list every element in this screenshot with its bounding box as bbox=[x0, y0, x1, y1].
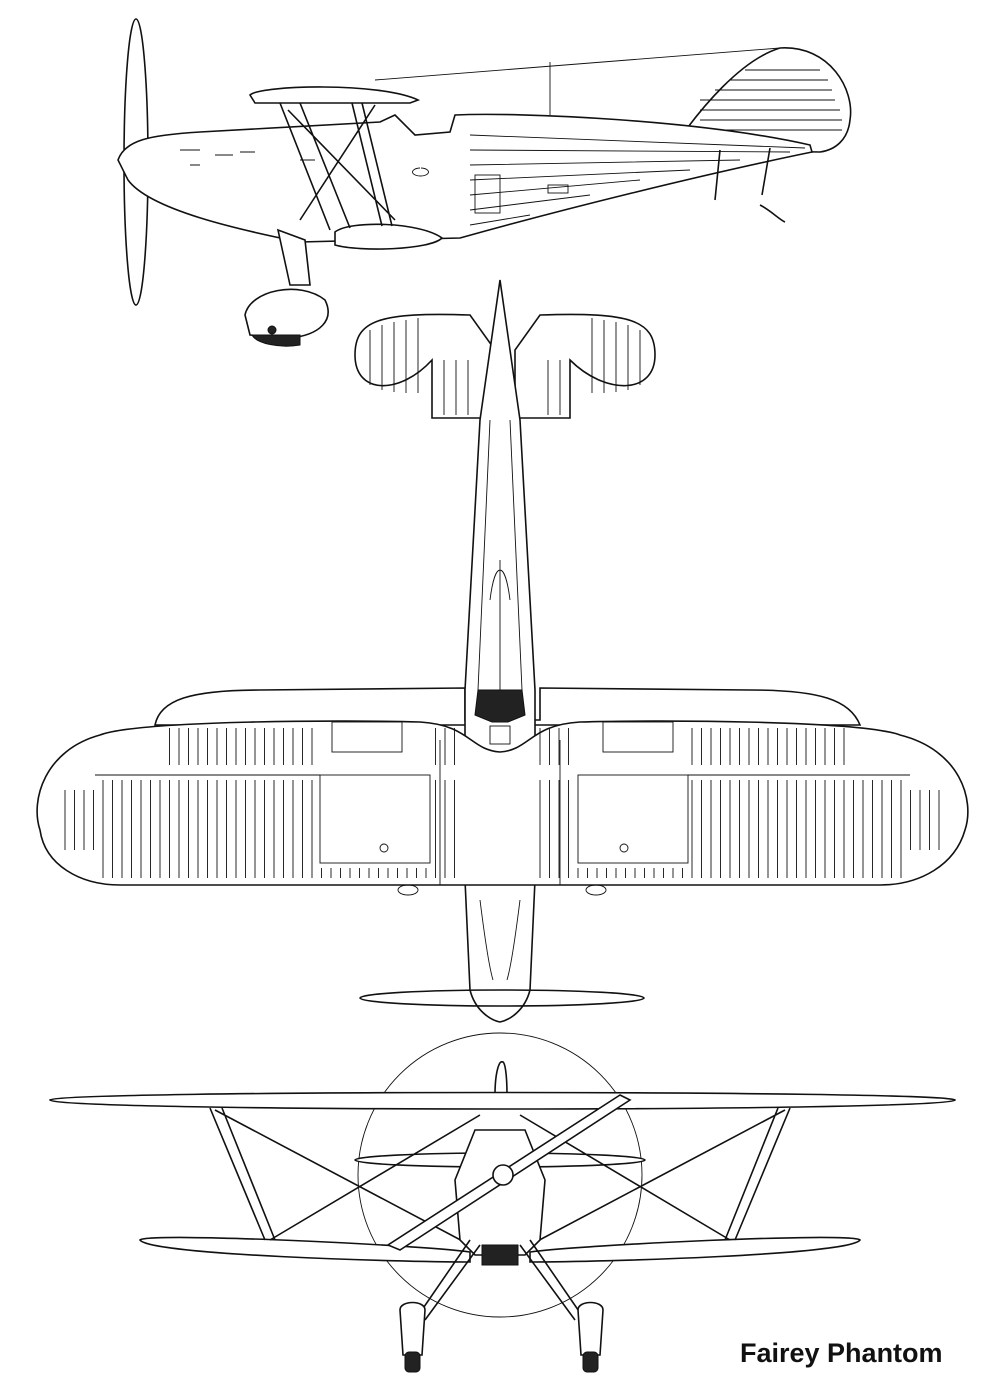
side-hatch bbox=[474, 174, 501, 214]
aerial-wire bbox=[374, 47, 781, 81]
top-wing-ribs bbox=[64, 728, 940, 878]
side-lower-wing bbox=[334, 223, 444, 250]
front-wheel-spat-left bbox=[399, 1301, 426, 1356]
side-view bbox=[117, 18, 852, 347]
front-view bbox=[48, 1032, 957, 1373]
front-propeller-disc bbox=[357, 1032, 643, 1318]
top-upper-wing bbox=[36, 720, 969, 886]
front-spinner bbox=[492, 1164, 514, 1186]
top-cockpit bbox=[474, 689, 526, 723]
top-tailplane-left bbox=[354, 313, 496, 419]
front-lower-wing-left bbox=[138, 1236, 471, 1263]
side-wheel-spat bbox=[244, 288, 329, 339]
top-aileron-right bbox=[577, 774, 689, 864]
top-view bbox=[36, 279, 969, 1023]
front-lower-wing-right bbox=[529, 1236, 862, 1263]
side-fuselage bbox=[117, 113, 814, 243]
drawing-title: Fairey Phantom bbox=[740, 1338, 943, 1368]
top-tailplane-right bbox=[514, 313, 656, 419]
top-lower-wing bbox=[154, 687, 862, 726]
front-upper-wing bbox=[48, 1091, 957, 1110]
front-wheel-spat-right bbox=[577, 1301, 604, 1356]
top-propeller bbox=[359, 989, 645, 1007]
side-upper-wing bbox=[248, 86, 421, 104]
side-wheel bbox=[251, 334, 301, 347]
top-aileron-left bbox=[319, 774, 431, 864]
side-undercarriage-leg bbox=[276, 228, 311, 286]
front-fin bbox=[494, 1061, 508, 1096]
front-radiator bbox=[481, 1244, 519, 1266]
